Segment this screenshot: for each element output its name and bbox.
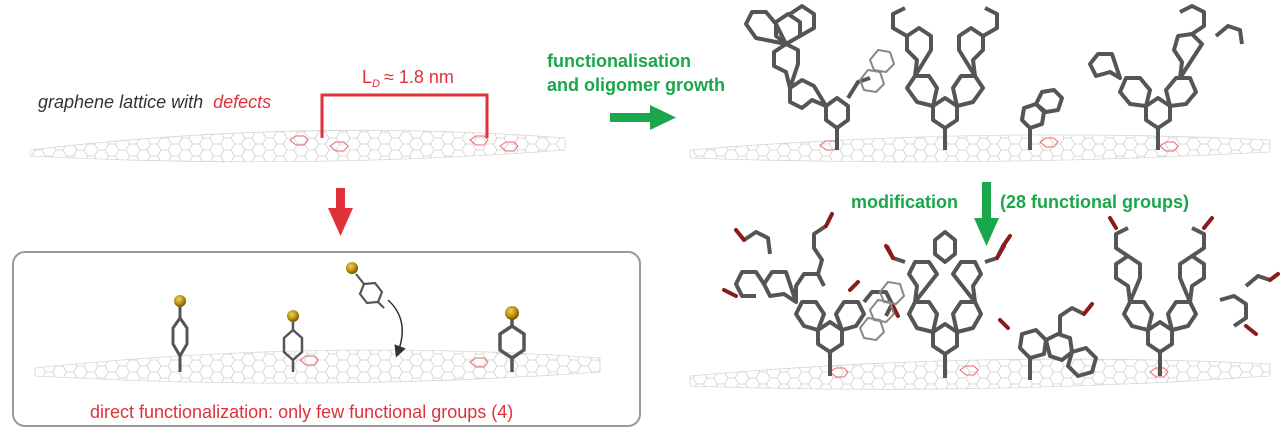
direct-functionalization-panel bbox=[12, 251, 641, 427]
graphene-sheet-bottom-right bbox=[689, 358, 1271, 390]
defect-sites bbox=[289, 135, 519, 152]
gold-atom-2 bbox=[287, 310, 299, 322]
fused-aromatic-fragment bbox=[858, 280, 906, 342]
attached-molecule-1 bbox=[171, 306, 189, 372]
approach-arrow bbox=[387, 299, 406, 358]
defect-distance-bracket bbox=[320, 93, 489, 138]
modification-label: modification bbox=[851, 192, 958, 212]
graphene-sheet-top-right bbox=[689, 134, 1271, 163]
direct-functionalization-caption: direct functionalization: only few funct… bbox=[90, 402, 513, 422]
defect-distance-label: LD≈ 1.8 nm bbox=[362, 67, 454, 90]
functionalisation-label-line1: functionalisation bbox=[547, 51, 691, 71]
graphene-sheet-top-left bbox=[29, 129, 566, 163]
modified-oligomer-cluster bbox=[734, 224, 1271, 380]
gold-atom-1 bbox=[174, 295, 186, 307]
graphene-sheet-bottom-left bbox=[34, 349, 601, 384]
direct-functionalisation-arrow bbox=[328, 188, 353, 236]
functional-end-groups bbox=[722, 212, 1280, 336]
attached-molecule-2 bbox=[282, 322, 304, 372]
gold-atom-3 bbox=[505, 306, 519, 320]
functional-groups-count-label: (28 functional groups) bbox=[1000, 192, 1189, 212]
incoming-molecule bbox=[355, 273, 385, 309]
oligomer-cluster-top bbox=[744, 4, 1244, 150]
functionalisation-label-line2: and oligomer growth bbox=[547, 75, 725, 95]
gold-atom-incoming bbox=[346, 262, 358, 274]
modification-arrow bbox=[974, 182, 999, 246]
lattice-label: graphene lattice with defects bbox=[38, 92, 271, 112]
functionalisation-arrow bbox=[610, 105, 676, 130]
